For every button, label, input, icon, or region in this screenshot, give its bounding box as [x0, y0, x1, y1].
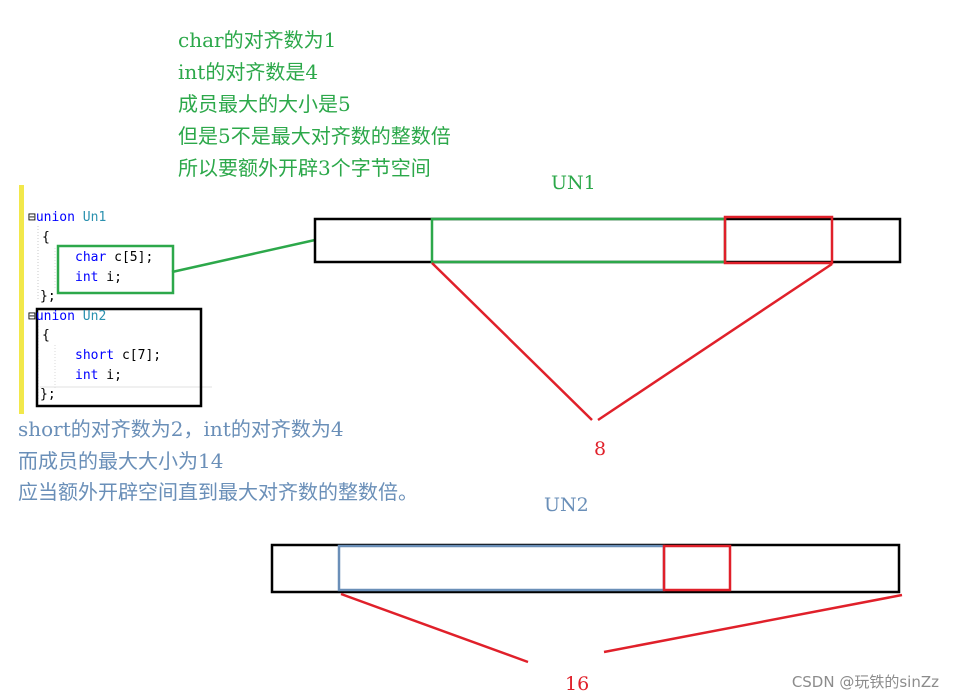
code-keyword: int	[75, 368, 99, 383]
un2-size-bracket-right	[603, 593, 903, 654]
code-member: int i;	[75, 268, 122, 288]
code-member: short c[7];	[75, 346, 161, 366]
un2-size-label: 16	[565, 673, 590, 695]
un1-size-bracket-right	[597, 262, 833, 422]
code-keyword: union	[35, 309, 75, 324]
un2-member-region	[337, 544, 666, 592]
un1-padding-region	[723, 215, 834, 265]
code-open-brace: {	[42, 230, 50, 245]
un1-memory-bar	[313, 217, 902, 264]
un1-size-label: 8	[594, 438, 607, 460]
un2-note-line: 应当额外开辟空间直到最大对齐数的整数倍。	[18, 480, 418, 504]
code-open-brace: {	[42, 328, 50, 343]
code-type-name: Un1	[82, 210, 107, 225]
code-type-name: Un2	[82, 309, 107, 324]
un2-note-line: short的对齐数为2，int的对齐数为4	[18, 417, 344, 441]
un2-padding-region	[662, 544, 732, 592]
un1-member-region	[430, 217, 727, 264]
code-member-decl: i;	[98, 368, 122, 383]
un1-note-line: int的对齐数是4	[178, 60, 319, 84]
un1-label: UN1	[551, 172, 596, 194]
un1-size-bracket-left	[431, 262, 593, 421]
un1-note-line: char的对齐数为1	[178, 28, 337, 52]
un1-members-box	[56, 244, 175, 295]
un2-label: UN2	[544, 494, 589, 516]
code-close-brace: };	[40, 289, 56, 304]
code-member: char c[5];	[75, 248, 153, 268]
code-member-decl: i;	[98, 270, 122, 285]
code-line-union2: ⊟union Un2	[28, 307, 106, 327]
code-line-union1: ⊟union Un1	[28, 208, 106, 228]
un2-memory-bar	[270, 543, 901, 594]
collapse-icon[interactable]: ⊟	[28, 309, 36, 324]
un2-code-box	[35, 307, 203, 408]
code-member-decl: c[7];	[114, 348, 162, 363]
un1-explanation: char的对齐数为1 int的对齐数是4 成员最大的大小是5 但是5不是最大对齐…	[178, 24, 451, 184]
code-close-brace: };	[40, 387, 56, 402]
un1-note-line: 成员最大的大小是5	[178, 92, 351, 116]
watermark: CSDN @玩铁的sinZz	[791, 673, 939, 691]
un2-explanation: short的对齐数为2，int的对齐数为4 而成员的最大大小为14 应当额外开辟…	[18, 414, 418, 509]
code-member-decl: c[5];	[106, 250, 154, 265]
code-keyword: short	[75, 348, 115, 363]
un2-size-bracket-left	[340, 592, 529, 664]
un2-note-line: 而成员的最大大小为14	[18, 448, 224, 473]
collapse-icon[interactable]: ⊟	[28, 210, 36, 225]
code-member: int i;	[75, 366, 122, 386]
un1-note-line: 但是5不是最大对齐数的整数倍	[178, 124, 451, 148]
un1-connector-line	[171, 238, 316, 274]
un1-note-line: 所以要额外开辟3个字节空间	[178, 156, 431, 180]
code-keyword: union	[35, 210, 75, 225]
code-keyword: int	[75, 270, 99, 285]
editor-change-bar	[19, 185, 24, 414]
code-keyword: char	[75, 250, 107, 265]
